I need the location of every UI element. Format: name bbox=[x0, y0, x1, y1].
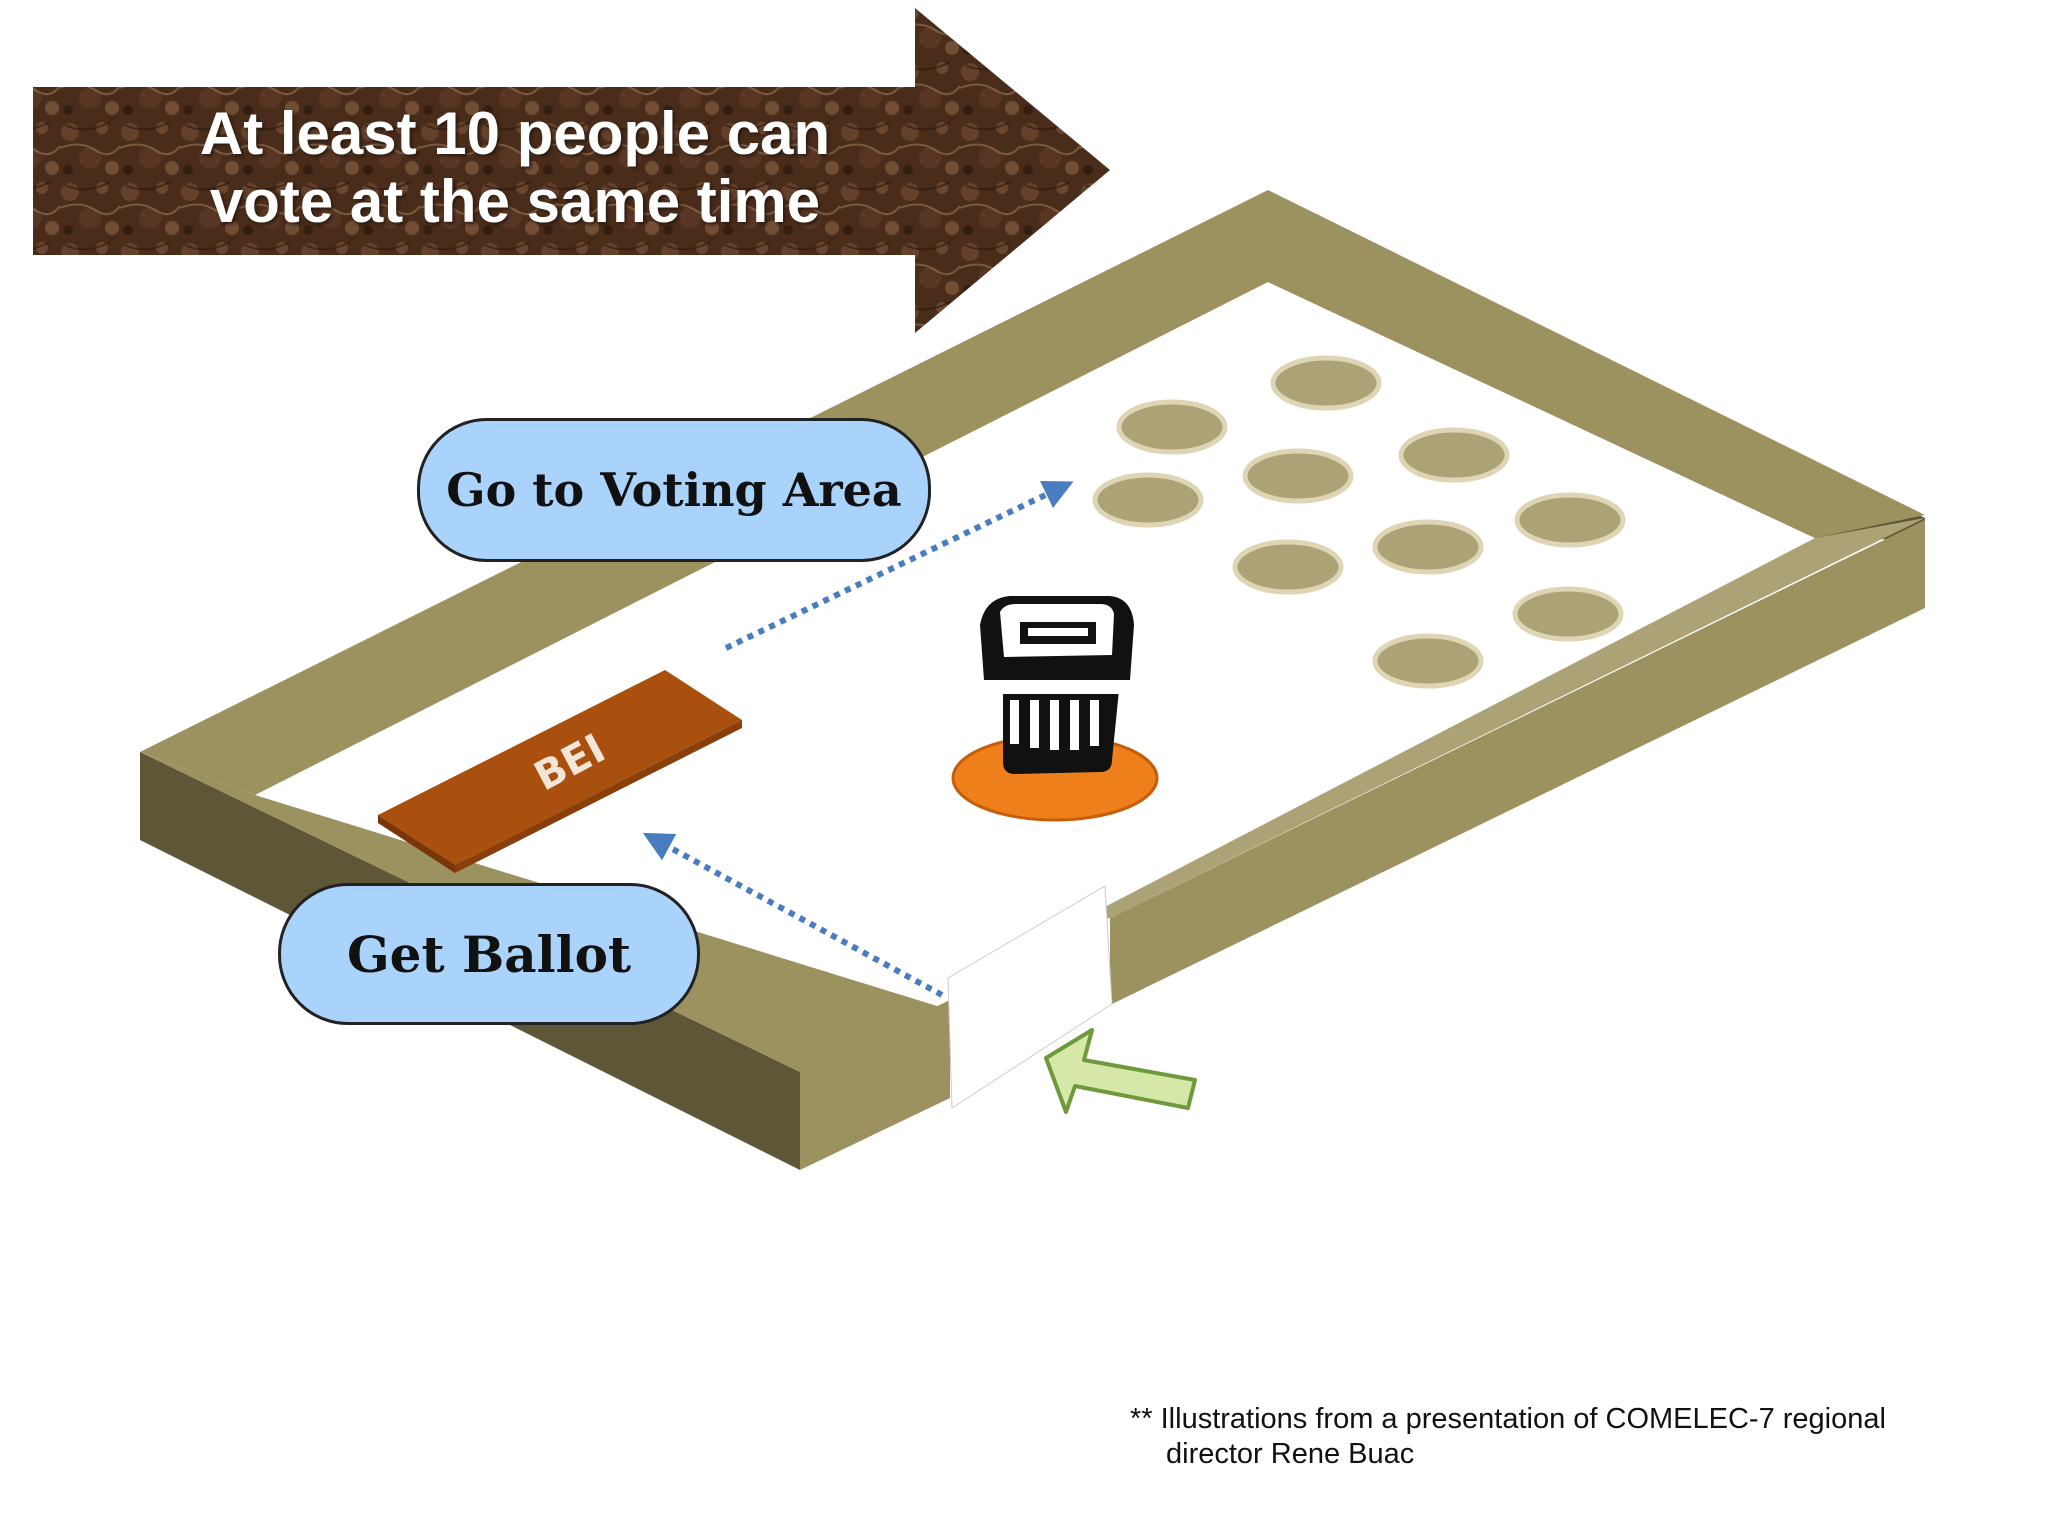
right-wall-top bbox=[1268, 190, 1925, 538]
footnote-line-1: ** Illustrations from a presentation of … bbox=[1130, 1403, 1886, 1435]
get-ballot-label: Get Ballot bbox=[278, 883, 700, 1025]
vote-counting-machine bbox=[951, 596, 1159, 822]
banner-arrow bbox=[33, 8, 1110, 333]
right-front-wall-face bbox=[1110, 520, 1925, 1005]
voting-booth bbox=[1398, 427, 1510, 483]
voting-booth bbox=[1270, 355, 1382, 411]
voting-booth bbox=[1116, 399, 1228, 455]
voting-booth bbox=[1232, 539, 1344, 595]
banner-title: At least 10 people can vote at the same … bbox=[150, 100, 880, 236]
path-to-voting-area bbox=[724, 480, 1074, 651]
entrance-door bbox=[947, 885, 1113, 1109]
footnote-line-2: director Rene Buac bbox=[1166, 1438, 1415, 1470]
banner-line-1: At least 10 people can bbox=[199, 100, 831, 167]
bei-table bbox=[378, 670, 742, 873]
voting-booth bbox=[1512, 586, 1624, 642]
front-wall-face-left bbox=[800, 1000, 950, 1170]
voting-booth bbox=[1242, 448, 1354, 504]
voting-booth bbox=[1092, 472, 1204, 528]
banner-line-2: vote at the same time bbox=[209, 168, 821, 235]
right-front-wall-top bbox=[1070, 518, 1925, 925]
voting-booth bbox=[1372, 633, 1484, 689]
source-footnote: ** Illustrations from a presentation of … bbox=[1130, 1402, 2010, 1472]
entry-arrow bbox=[1044, 1028, 1197, 1114]
voting-booth bbox=[1372, 519, 1484, 575]
go-to-voting-area-label: Go to Voting Area bbox=[417, 418, 931, 562]
machine-box bbox=[1003, 680, 1120, 774]
voting-booth bbox=[1514, 492, 1626, 548]
voting-booths bbox=[1092, 355, 1626, 689]
